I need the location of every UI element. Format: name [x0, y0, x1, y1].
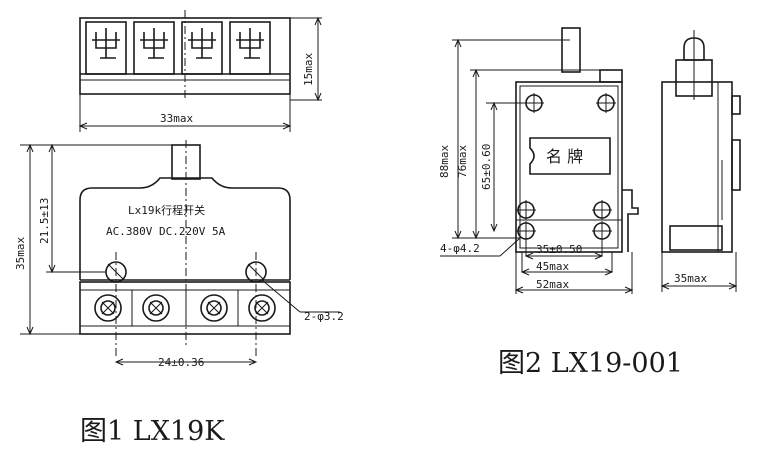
- fig2-dim-88: 88max: [438, 145, 451, 178]
- fig2-side-view: 35max: [660, 30, 741, 292]
- fig2-plunger: [561, 27, 581, 73]
- fig2-caption: 图2 LX19-001: [498, 348, 683, 379]
- terminal-screws: [94, 290, 276, 326]
- fig2-dim-35: 35±0.50: [536, 243, 582, 256]
- plunger-dim: 21.5±13: [38, 198, 51, 244]
- body-label-line2: AC.380V DC.220V 5A: [106, 225, 226, 238]
- fig2-bracket: [622, 189, 639, 252]
- side-plunger: [683, 37, 705, 61]
- fig2-holes: [516, 93, 616, 241]
- fig1-front-view: Lx19k行程开关 AC.380V DC.220V 5A: [14, 140, 344, 369]
- fig2-dim-45: 45max: [536, 260, 569, 273]
- fig2-front-view: 名 牌 88max 76max 65±0.60 4-φ4.2 35±0.50: [438, 27, 639, 294]
- top-width-dim: 33max: [160, 112, 193, 125]
- terminal-block: [79, 281, 291, 335]
- top-height-dim: 15max: [302, 53, 315, 86]
- fig2-dim-52: 52max: [536, 278, 569, 291]
- fig2-dim-76: 76max: [456, 145, 469, 178]
- fig2-hole-dim: 4-φ4.2: [440, 242, 480, 255]
- front-height-dim: 35max: [14, 237, 27, 270]
- top-view-terminals: [85, 21, 271, 75]
- side-width-dim: 35max: [674, 272, 707, 285]
- fig1-top-view: 15max 33max: [78, 10, 322, 132]
- fig2-dim-65: 65±0.60: [480, 144, 493, 190]
- hole-spacing-dim: 24±0.36: [158, 356, 204, 369]
- fig2-body: [515, 81, 623, 253]
- nameplate: [529, 137, 611, 175]
- body-label-line1: Lx19k行程开关: [128, 203, 205, 217]
- nameplate-text: 名 牌: [546, 147, 583, 166]
- hole-dim: 2-φ3.2: [304, 310, 344, 323]
- fig1-caption: 图1 LX19K: [80, 416, 225, 447]
